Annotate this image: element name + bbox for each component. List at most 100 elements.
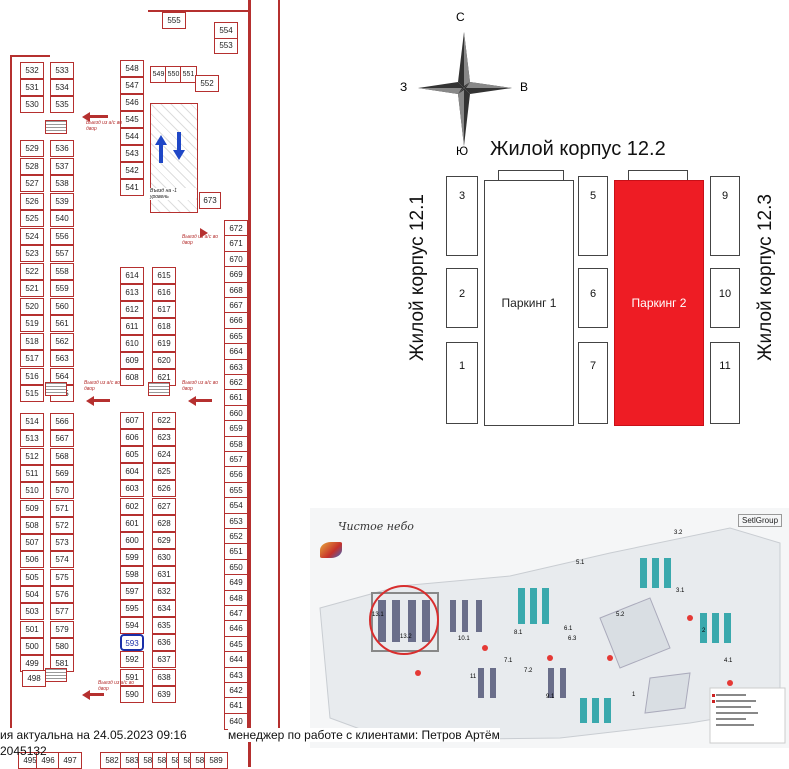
parking-spot-537[interactable]: 537 (50, 158, 74, 175)
parking-spot-604[interactable]: 604 (120, 463, 144, 481)
parking-spot-527[interactable]: 527 (20, 175, 44, 192)
parking-spot-577[interactable]: 577 (50, 603, 74, 620)
parking-spot-594[interactable]: 594 (120, 617, 144, 635)
parking-spot-616[interactable]: 616 (152, 284, 176, 301)
parking-spot-534[interactable]: 534 (50, 79, 74, 96)
parking-spot-615[interactable]: 615 (152, 267, 176, 284)
parking-spot-512[interactable]: 512 (20, 448, 44, 465)
parking-spot-562[interactable]: 562 (50, 333, 74, 350)
parking-2[interactable] (614, 180, 704, 426)
parking-spot-560[interactable]: 560 (50, 298, 74, 315)
parking-spot-628[interactable]: 628 (152, 514, 176, 532)
parking-spot-624[interactable]: 624 (152, 446, 176, 464)
parking-spot-625[interactable]: 625 (152, 463, 176, 481)
parking-spot-612[interactable]: 612 (120, 301, 144, 318)
parking-spot-500[interactable]: 500 (20, 638, 44, 655)
parking-spot-606[interactable]: 606 (120, 429, 144, 447)
parking-spot-617[interactable]: 617 (152, 301, 176, 318)
parking-spot-507[interactable]: 507 (20, 534, 44, 551)
parking-spot-632[interactable]: 632 (152, 583, 176, 600)
parking-spot-595[interactable]: 595 (120, 600, 144, 618)
parking-spot-558[interactable]: 558 (50, 263, 74, 280)
parking-spot-505[interactable]: 505 (20, 569, 44, 586)
parking-spot-514[interactable]: 514 (20, 413, 44, 430)
parking-spot-649[interactable]: 649 (224, 574, 248, 592)
parking-spot-597[interactable]: 597 (120, 583, 144, 600)
parking-spot-608[interactable]: 608 (120, 369, 144, 386)
parking-spot-503[interactable]: 503 (20, 603, 44, 620)
parking-spot-571[interactable]: 571 (50, 500, 74, 517)
parking-spot-581[interactable]: 581 (50, 655, 74, 672)
parking-spot-554[interactable]: 554 (214, 22, 238, 39)
parking-spot-515[interactable]: 515 (20, 385, 44, 402)
parking-spot-613[interactable]: 613 (120, 284, 144, 301)
parking-spot-536[interactable]: 536 (50, 140, 74, 157)
parking-spot-551[interactable]: 551 (180, 66, 197, 83)
parking-spot-557[interactable]: 557 (50, 245, 74, 262)
parking-spot-567[interactable]: 567 (50, 430, 74, 447)
parking-spot-533[interactable]: 533 (50, 62, 74, 79)
parking-spot-621[interactable]: 621 (152, 369, 176, 386)
parking-spot-592[interactable]: 592 (120, 651, 144, 669)
parking-spot-521[interactable]: 521 (20, 280, 44, 297)
parking-spot-662[interactable]: 662 (224, 374, 248, 391)
parking-spot-504[interactable]: 504 (20, 586, 44, 603)
parking-spot-508[interactable]: 508 (20, 517, 44, 534)
parking-spot-655[interactable]: 655 (224, 481, 248, 499)
parking-spot-513[interactable]: 513 (20, 430, 44, 447)
parking-spot-603[interactable]: 603 (120, 480, 144, 498)
parking-spot-519[interactable]: 519 (20, 315, 44, 332)
parking-spot-629[interactable]: 629 (152, 531, 176, 549)
parking-spot-626[interactable]: 626 (152, 480, 176, 498)
parking-spot-566[interactable]: 566 (50, 413, 74, 430)
parking-spot-600[interactable]: 600 (120, 531, 144, 549)
parking-spot-627[interactable]: 627 (152, 497, 176, 515)
parking-spot-525[interactable]: 525 (20, 210, 44, 227)
parking-spot-523[interactable]: 523 (20, 245, 44, 262)
parking-spot-664[interactable]: 664 (224, 343, 248, 361)
parking-spot-511[interactable]: 511 (20, 465, 44, 482)
parking-spot-572[interactable]: 572 (50, 517, 74, 534)
parking-spot-542[interactable]: 542 (120, 162, 144, 179)
parking-spot-639[interactable]: 639 (152, 685, 176, 703)
parking-spot-526[interactable]: 526 (20, 193, 44, 210)
parking-spot-530[interactable]: 530 (20, 96, 44, 113)
parking-1[interactable] (484, 180, 574, 426)
parking-spot-635[interactable]: 635 (152, 617, 176, 635)
parking-spot-531[interactable]: 531 (20, 79, 44, 96)
parking-spot-601[interactable]: 601 (120, 514, 144, 532)
parking-spot-570[interactable]: 570 (50, 482, 74, 499)
parking-spot-532[interactable]: 532 (20, 62, 44, 79)
parking-spot-598[interactable]: 598 (120, 565, 144, 583)
parking-spot-668[interactable]: 668 (224, 281, 248, 299)
parking-spot-609[interactable]: 609 (120, 352, 144, 369)
parking-spot-636[interactable]: 636 (152, 634, 176, 652)
parking-spot-568[interactable]: 568 (50, 448, 74, 465)
parking-spot-569[interactable]: 569 (50, 465, 74, 482)
parking-spot-619[interactable]: 619 (152, 335, 176, 352)
parking-spot-630[interactable]: 630 (152, 548, 176, 566)
parking-spot-637[interactable]: 637 (152, 651, 176, 669)
parking-spot-501[interactable]: 501 (20, 621, 44, 638)
parking-spot-517[interactable]: 517 (20, 350, 44, 367)
parking-spot-622[interactable]: 622 (152, 412, 176, 429)
parking-spot-618[interactable]: 618 (152, 318, 176, 335)
parking-spot-524[interactable]: 524 (20, 228, 44, 245)
parking-spot-663[interactable]: 663 (224, 358, 248, 376)
parking-spot-673[interactable]: 673 (199, 192, 221, 209)
parking-spot-550[interactable]: 550 (165, 66, 182, 83)
parking-spot-579[interactable]: 579 (50, 621, 74, 638)
parking-spot-607[interactable]: 607 (120, 412, 144, 429)
parking-spot-528[interactable]: 528 (20, 158, 44, 175)
parking-spot-518[interactable]: 518 (20, 333, 44, 350)
parking-spot-520[interactable]: 520 (20, 298, 44, 315)
parking-spot-547[interactable]: 547 (120, 77, 144, 94)
parking-spot-574[interactable]: 574 (50, 551, 74, 568)
parking-spot-553[interactable]: 553 (214, 37, 238, 54)
parking-spot-497[interactable]: 497 (58, 752, 82, 769)
parking-spot-552[interactable]: 552 (195, 75, 219, 92)
parking-spot-605[interactable]: 605 (120, 446, 144, 464)
parking-spot-516[interactable]: 516 (20, 368, 44, 385)
parking-spot-529[interactable]: 529 (20, 140, 44, 157)
parking-spot-546[interactable]: 546 (120, 94, 144, 111)
